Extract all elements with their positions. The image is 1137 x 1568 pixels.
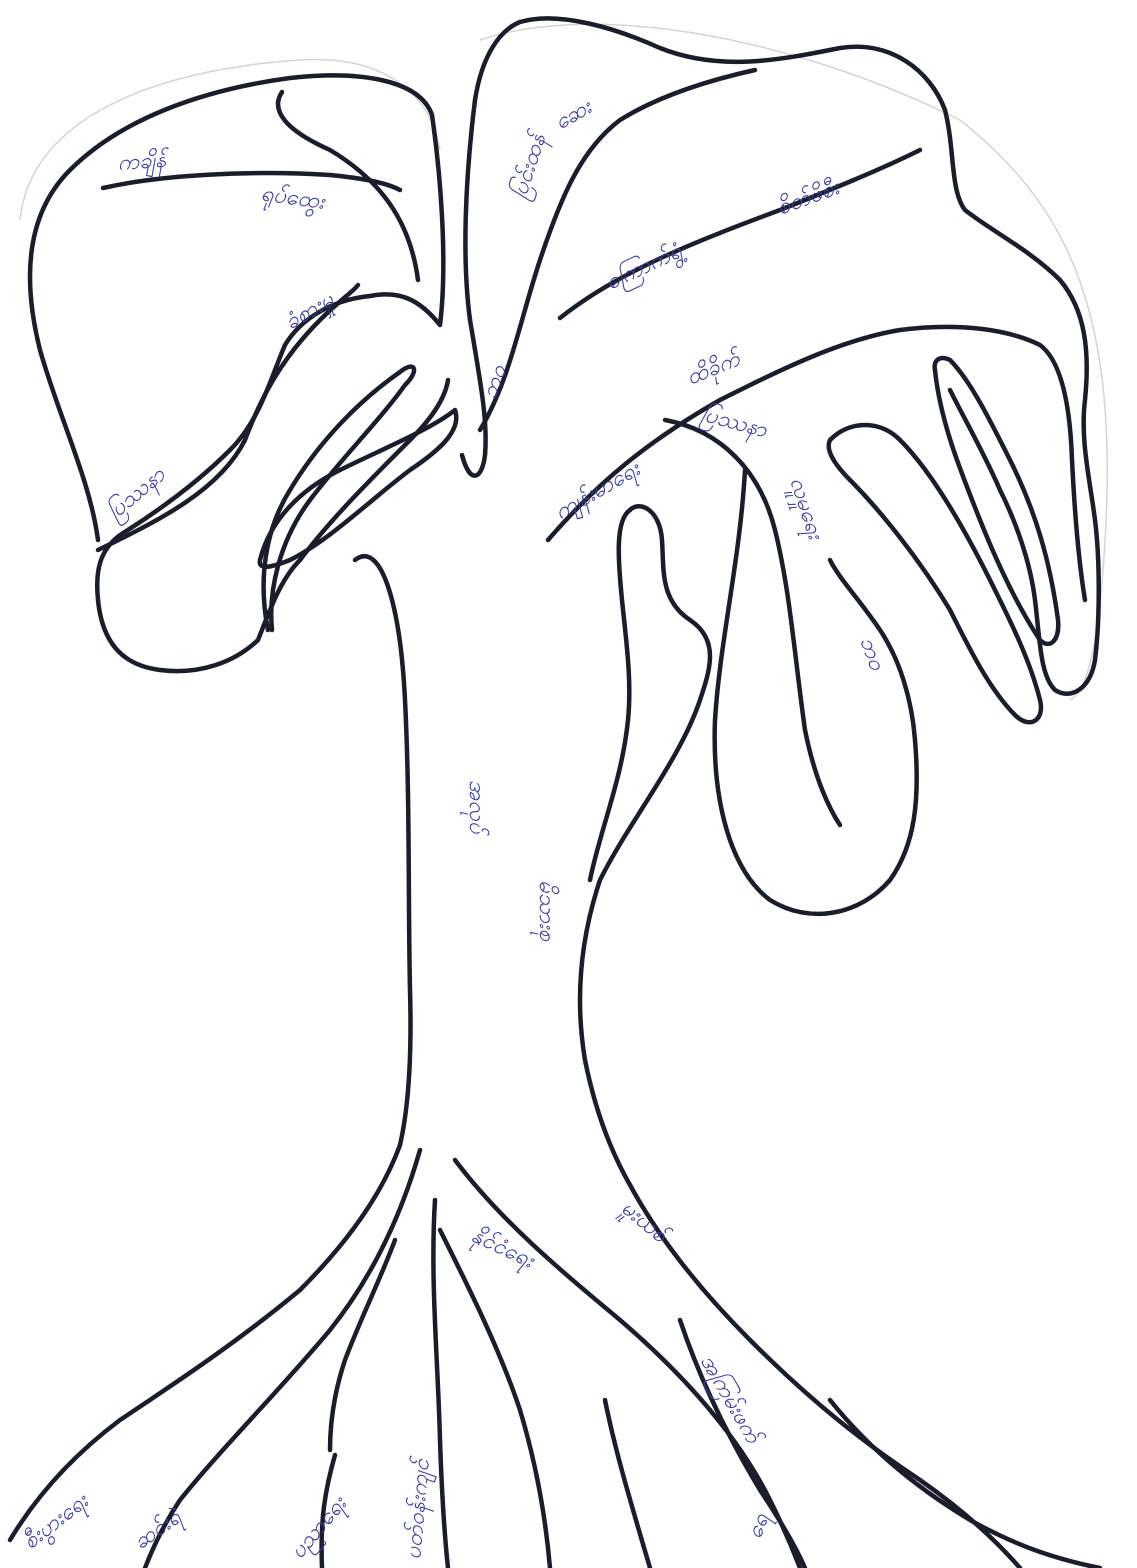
handwriting-15: မိသားစု xyxy=(530,880,560,941)
handwriting-14: အလုပ် xyxy=(460,780,490,836)
